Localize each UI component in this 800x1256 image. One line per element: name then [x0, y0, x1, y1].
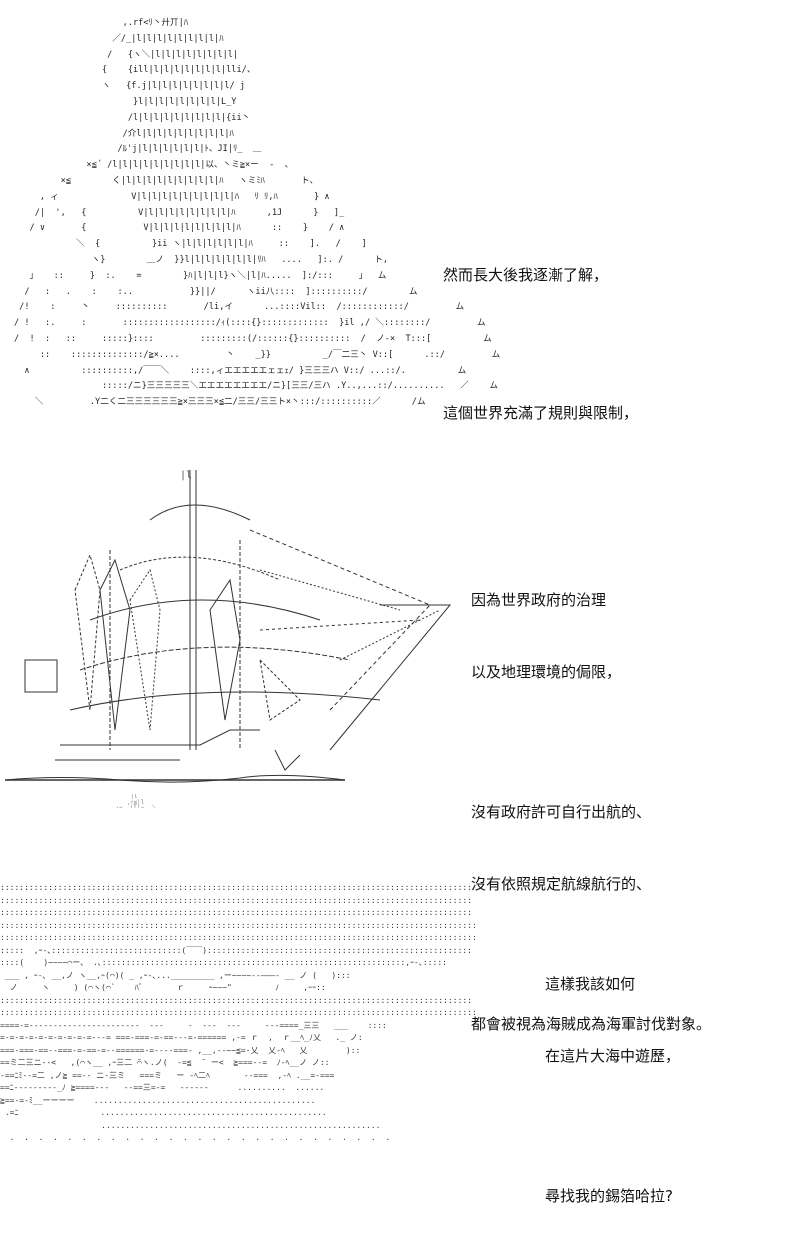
narration-gap: [471, 732, 711, 752]
panel-2: |l |l ,ｨ≦|l _,ｨ≦_ |l|= ＼ ,ｨ´ [|[]l|l ＼ _: [0, 460, 800, 1033]
narration-line: 因為世界政府的治理: [471, 591, 607, 609]
narration-line: 這樣我該如何: [545, 975, 636, 993]
panel-3: ::::::::::::::::::::::::::::::::::::::::…: [0, 870, 800, 1205]
ship-illustration: |l: [4, 470, 452, 783]
narration-line: 然而長大後我逐漸了解，: [443, 266, 609, 284]
narration-line: 以及地理環境的侷限，: [471, 663, 622, 681]
narration-gap: [545, 1116, 680, 1136]
sea-ascii-art: ::::::::::::::::::::::::::::::::::::::::…: [0, 883, 475, 1142]
svg-text:|l: |l: [180, 470, 192, 481]
narration-line: 都會被視為海賊成為海軍討伐對象。: [471, 1015, 712, 1033]
narration-line: 尋找我的錫箔哈拉?: [545, 1187, 673, 1205]
narration-2: 因為世界政府的治理 以及地理環境的侷限， 沒有政府許可自行出航的、 沒有依照規定…: [471, 540, 711, 1084]
panel-1: ,.rf<ﾘ丶廾丌|ﾊ ／/_|l|l|l|l|l|l|l|l|ﾊ / {ヽ＼|…: [0, 0, 800, 440]
narration-1: 然而長大後我逐漸了解， 這個世界充滿了規則與限制，: [443, 160, 638, 528]
narration-3: 這樣我該如何 在這片大海中遊歷， 尋找我的錫箔哈拉?: [545, 924, 680, 1256]
narration-line: 沒有依照規定航線航行的、: [471, 875, 652, 893]
ship-ascii-detail: |l ,ｨ≦|l _,ｨ≦_ |l|= ＼ ,ｨ´ [|[]l|l ＼ _ ,ｨ…: [109, 794, 158, 808]
figure-ascii-art: ,.rf<ﾘ丶廾丌|ﾊ ／/_|l|l|l|l|l|l|l|l|ﾊ / {ヽ＼|…: [14, 18, 501, 408]
narration-line: 在這片大海中遊歷，: [545, 1047, 681, 1065]
narration-line: 沒有政府許可自行出航的、: [471, 803, 652, 821]
narration-line: 這個世界充滿了規則與限制，: [443, 404, 639, 422]
